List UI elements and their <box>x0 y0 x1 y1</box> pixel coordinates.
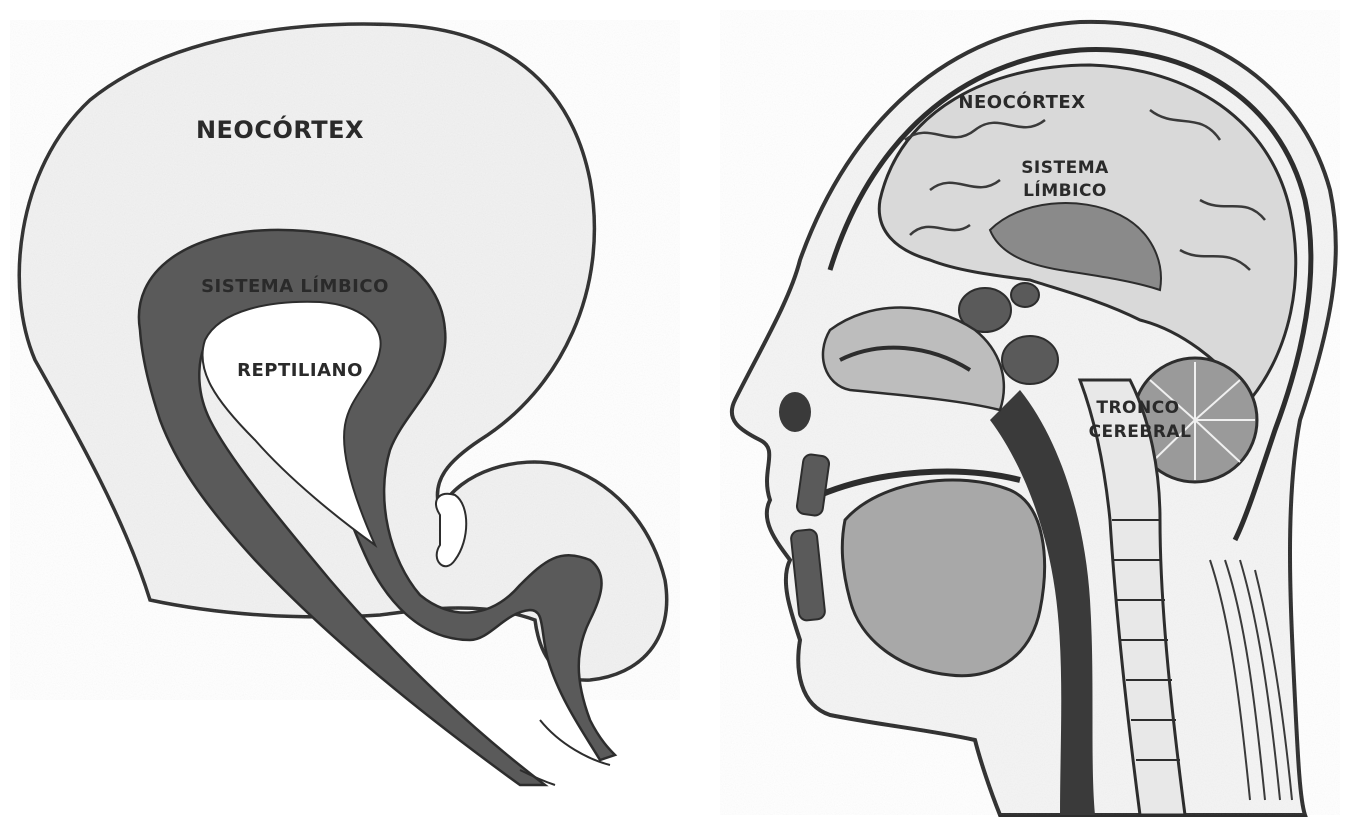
right-neocortex-label: NEOCÓRTEX <box>958 91 1085 113</box>
right-sagittal-head: NEOCÓRTEX SISTEMA LÍMBICO TRONCO CEREBRA… <box>720 10 1340 815</box>
thalamus-blob <box>1002 336 1058 384</box>
left-reptilian-label: REPTILIANO <box>237 360 363 381</box>
left-limbic-label: SISTEMA LÍMBICO <box>201 275 389 297</box>
left-triune-schematic: NEOCÓRTEX SISTEMA LÍMBICO REPTILIANO <box>10 20 680 785</box>
left-neocortex-label: NEOCÓRTEX <box>196 114 364 144</box>
right-brainstem-label-line2: CEREBRAL <box>1089 422 1192 442</box>
right-limbic-label-line2: LÍMBICO <box>1023 179 1107 201</box>
right-limbic-label-line1: SISTEMA <box>1021 158 1109 178</box>
nostril <box>779 392 811 432</box>
right-brainstem-label-line1: TRONCO <box>1096 398 1179 418</box>
thalamus-blob <box>1011 283 1039 307</box>
